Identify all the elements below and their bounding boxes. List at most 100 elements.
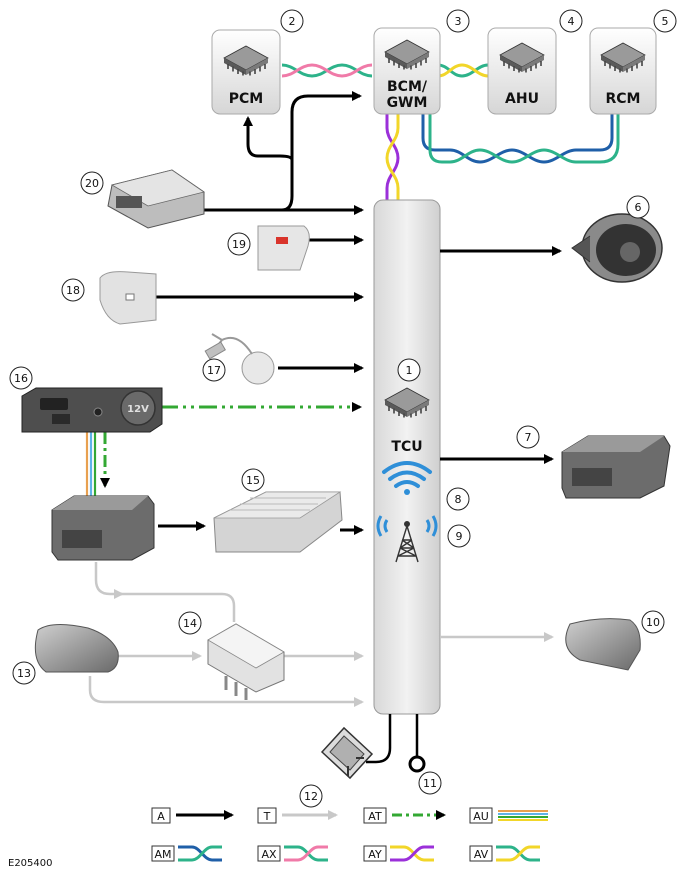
callout-number: 7 (525, 431, 532, 444)
sos-switch (257, 225, 310, 271)
callout-20: 20 (80, 171, 104, 195)
legend-at-box (363, 807, 387, 824)
legend-t-label: T (263, 810, 271, 823)
audio-amplifier-left (51, 495, 155, 561)
legend-a-box (151, 807, 171, 824)
legend-av-box (469, 845, 493, 862)
fuse-icon (320, 726, 374, 780)
callout-7: 7 (516, 425, 540, 449)
gwm-label: GWM (387, 95, 428, 111)
callout-number: 6 (635, 201, 642, 214)
legend-am-label: AM (154, 848, 171, 861)
callout-circle (9, 366, 33, 390)
shark-fin-antenna-left (34, 624, 119, 673)
callout-circle (397, 358, 421, 382)
callout-14: 14 (178, 611, 202, 635)
legend-ay-label: AY (368, 848, 382, 861)
legend-av-label: AV (474, 848, 489, 861)
callout-19: 19 (227, 232, 251, 256)
callout-8: 8 (446, 487, 470, 511)
callout-number: 15 (246, 474, 260, 487)
callout-circle (280, 9, 304, 33)
callout-1: 1 (397, 358, 421, 382)
legend-ay-box (363, 845, 387, 862)
wifi-icon (382, 461, 432, 495)
ahu-label: AHU (505, 91, 539, 107)
callout-number: 4 (568, 15, 575, 28)
ground-eyelet-icon (408, 755, 426, 773)
rf-connections (88, 562, 554, 707)
callout-circle (653, 9, 677, 33)
rf-splitter (207, 623, 285, 700)
callout-circle (626, 195, 650, 219)
callout-3: 3 (446, 9, 470, 33)
ahu-module: AHU (487, 27, 557, 115)
callout-number: 5 (662, 15, 669, 28)
callout-2: 2 (280, 9, 304, 33)
callout-9: 9 (447, 524, 471, 548)
power-feed (366, 714, 392, 764)
callout-18: 18 (61, 278, 85, 302)
callout-number: 1 (406, 364, 413, 377)
pcm-module: PCM (211, 29, 281, 115)
callout-number: 3 (455, 15, 462, 28)
callout-circle (299, 784, 323, 808)
callout-circle (641, 610, 665, 634)
callout-circle (418, 771, 442, 795)
callout-16: 16 (9, 366, 33, 390)
callout-5: 5 (653, 9, 677, 33)
legend-au-label: AU (473, 810, 489, 823)
callout-circle (241, 468, 265, 492)
bcm-gwm-module: BCM/ GWM (373, 27, 441, 115)
callout-number: 20 (85, 177, 99, 190)
legend-a-label: A (157, 810, 165, 823)
legend-ax-label: AX (261, 848, 277, 861)
assist-switch-panel (99, 271, 157, 325)
pcm-label: PCM (229, 91, 263, 107)
callout-number: 16 (14, 372, 28, 385)
legend-am-box (151, 845, 175, 862)
legend-av-line (496, 845, 540, 862)
legend-am-line (178, 845, 222, 862)
wifi-module (213, 491, 343, 553)
callout-number: 17 (207, 364, 221, 377)
callout-number: 11 (423, 777, 437, 790)
legend-au-box (469, 807, 493, 824)
callout-circle (178, 611, 202, 635)
image-code: E205400 (8, 858, 53, 869)
callout-13: 13 (12, 661, 36, 685)
callout-circle (559, 9, 583, 33)
callout-4: 4 (559, 9, 583, 33)
auxiliary-socket-panel: 12V (21, 387, 163, 433)
callout-number: 10 (646, 616, 660, 629)
audio-amplifier-right (561, 435, 671, 499)
callout-number: 19 (232, 238, 246, 251)
can-bcm-rcm (421, 112, 620, 164)
legend-at-label: AT (368, 810, 382, 823)
callout-number: 8 (455, 493, 462, 506)
microphone (204, 333, 275, 385)
callout-circle (446, 487, 470, 511)
socket-voltage-label: 12V (127, 404, 149, 415)
connections-restraints (204, 91, 364, 215)
legend-ax-line (284, 845, 328, 862)
callout-circle (202, 358, 226, 382)
connection-16-4 (85, 432, 110, 496)
can-pcm-bcm (281, 63, 373, 78)
cellular-antenna-icon (376, 515, 438, 563)
legend: A T AT AU AM AX (151, 807, 548, 862)
legend-ay-line (390, 845, 434, 862)
callout-number: 2 (289, 15, 296, 28)
legend-ax-box (257, 845, 281, 862)
callout-17: 17 (202, 358, 226, 382)
rcm-module: RCM (589, 27, 657, 115)
bcm-label: BCM/ (387, 79, 428, 95)
callout-circle (516, 425, 540, 449)
restraints-control-module (107, 169, 205, 229)
legend-au-line (498, 810, 548, 821)
can-bcm-ahu (437, 63, 489, 78)
callout-circle (447, 524, 471, 548)
rcm-label: RCM (606, 91, 641, 107)
